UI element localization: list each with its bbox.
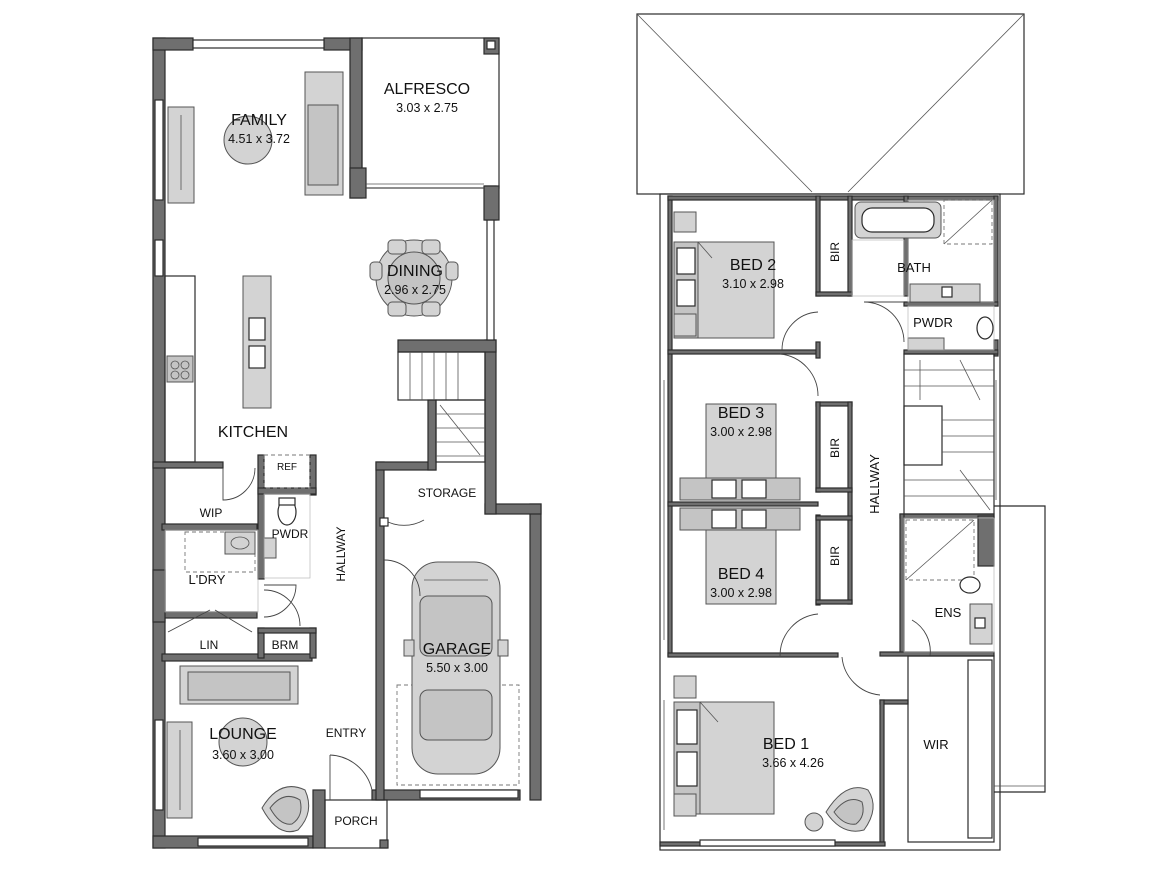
ground-doors [167, 467, 425, 633]
porch-label: PORCH [334, 814, 377, 828]
ref-label: REF [277, 462, 297, 473]
wir-label: WIR [923, 737, 948, 752]
lin-label: LIN [200, 638, 219, 652]
porch-slab [324, 754, 389, 849]
bed1-furniture [673, 656, 881, 847]
family-size: 4.51 x 3.72 [228, 132, 290, 146]
upper-stairs [903, 353, 995, 515]
uf-pwdr-label: PWDR [913, 315, 953, 330]
bed1-label: BED 1 [763, 736, 809, 753]
bed3-size: 3.00 x 2.98 [710, 425, 772, 439]
bath-label: BATH [897, 260, 931, 275]
bed2-furniture [673, 211, 775, 339]
alfresco-slab [349, 37, 500, 221]
bed1-size: 3.66 x 4.26 [762, 756, 824, 770]
bed2-size: 3.10 x 2.98 [722, 277, 784, 291]
bir2-label: BIR [828, 438, 842, 458]
gf-pwdr-label: PWDR [272, 527, 309, 541]
ground-floor: FAMILY 4.51 x 3.72 ALFRESCO 3.03 x 2.75 … [152, 37, 542, 849]
bed3-bed4-furniture [679, 311, 819, 657]
alfresco-size: 3.03 x 2.75 [396, 101, 458, 115]
ens-label: ENS [935, 605, 962, 620]
dining-label: DINING [387, 263, 443, 280]
kitchen-fittings [164, 275, 311, 489]
family-furniture [167, 71, 344, 204]
ground-floor-windows [154, 39, 519, 847]
laundry-label: L'DRY [189, 572, 226, 587]
dining-size: 2.96 x 2.75 [384, 283, 446, 297]
garage-car [396, 561, 520, 786]
laundry-fittings [164, 493, 311, 613]
bed4-size: 3.00 x 2.98 [710, 586, 772, 600]
wip-label: WIP [200, 506, 223, 520]
storage-label: STORAGE [418, 486, 476, 500]
bed3-label: BED 3 [718, 405, 764, 422]
gf-hallway-label: HALLWAY [334, 526, 348, 581]
upper-labels: BED 2 3.10 x 2.98 BIR BATH PWDR BED 3 3.… [710, 242, 962, 770]
bathroom-fittings [851, 199, 995, 351]
upper-floor-walls [659, 193, 1001, 851]
bir3-label: BIR [828, 546, 842, 566]
family-label: FAMILY [231, 112, 287, 129]
entry-label: ENTRY [326, 726, 366, 740]
ground-labels: FAMILY 4.51 x 3.72 ALFRESCO 3.03 x 2.75 … [189, 81, 492, 828]
brm-label: BRM [272, 638, 299, 652]
ground-stairs [397, 351, 486, 463]
bir1-label: BIR [828, 242, 842, 262]
garage-label: GARAGE [423, 641, 491, 658]
upper-floor: BED 2 3.10 x 2.98 BIR BATH PWDR BED 3 3.… [636, 13, 1046, 851]
ensuite-fittings [903, 517, 995, 657]
kitchen-label: KITCHEN [218, 424, 288, 441]
upper-windows [663, 380, 997, 830]
bed2-label: BED 2 [730, 257, 776, 274]
uf-hallway-label: HALLWAY [867, 454, 882, 514]
alfresco-label: ALFRESCO [384, 81, 470, 98]
garage-size: 5.50 x 3.00 [426, 661, 488, 675]
wir-fittings [907, 505, 1046, 843]
dining-furniture [369, 239, 459, 317]
roof-outline [636, 13, 1025, 195]
lounge-furniture [166, 665, 310, 833]
lounge-label: LOUNGE [209, 726, 277, 743]
lounge-size: 3.60 x 3.00 [212, 748, 274, 762]
bed4-label: BED 4 [718, 566, 764, 583]
